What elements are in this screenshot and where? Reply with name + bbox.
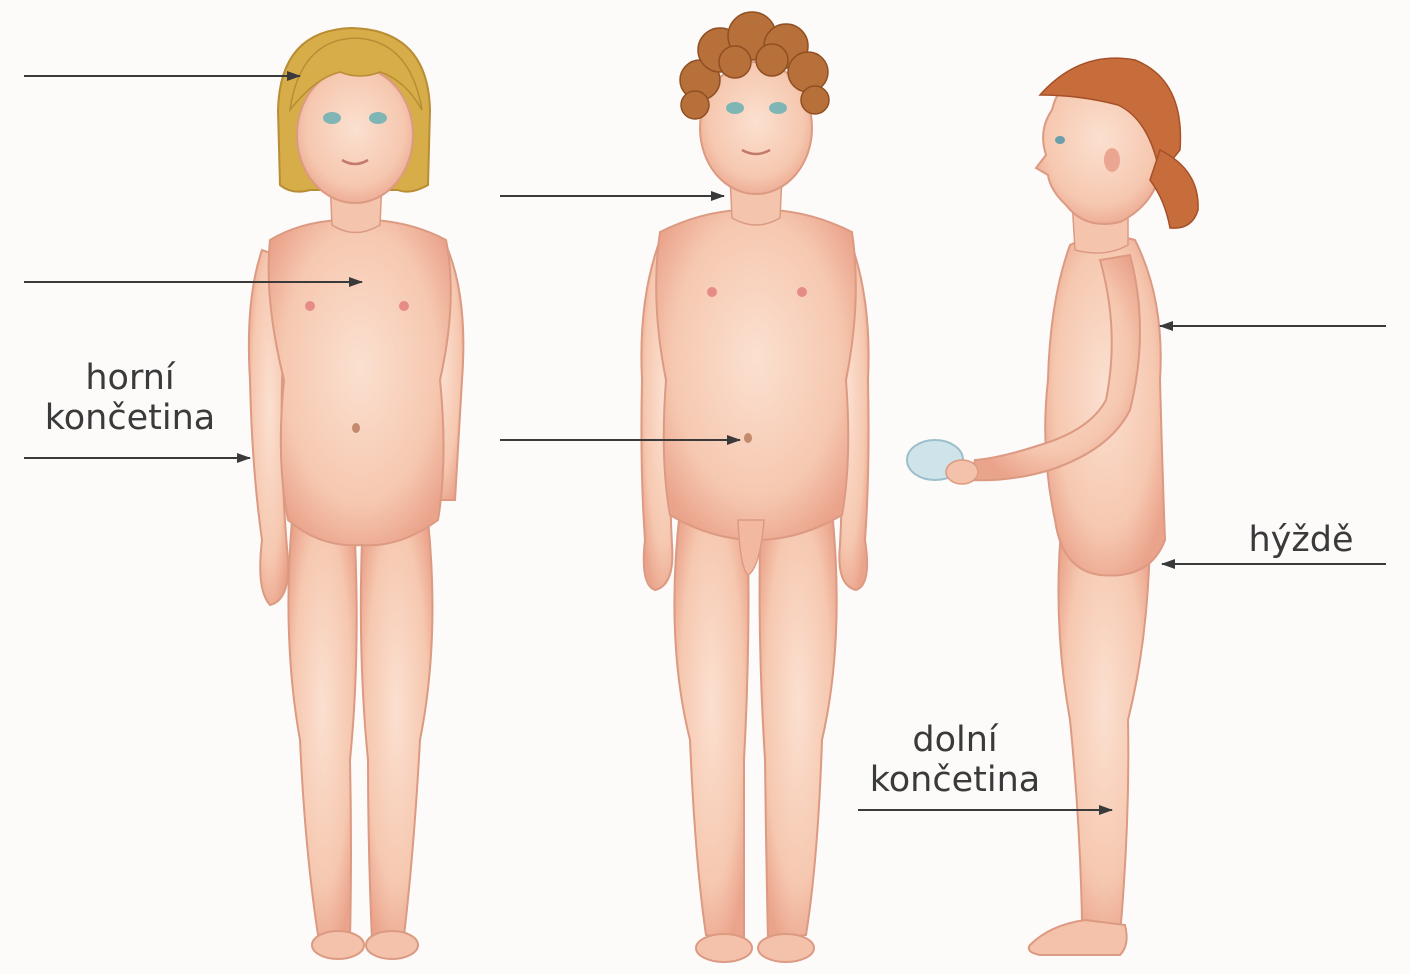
- label-buttocks-text: hýždě: [1236, 520, 1366, 560]
- girl-left-leg: [288, 520, 356, 940]
- label-upper-limb-line2: končetina: [30, 398, 230, 438]
- girl-side-figure: [907, 58, 1198, 955]
- label-buttocks: hýždě: [1236, 520, 1366, 560]
- label-lower-limb: dolní končetina: [855, 720, 1055, 800]
- label-upper-limb: horní končetina: [30, 358, 230, 438]
- girl-front-figure: [249, 28, 464, 959]
- girl-head: [297, 67, 413, 203]
- label-upper-limb-line1: horní: [30, 358, 230, 398]
- boy-right-leg: [760, 510, 837, 940]
- side-ponytail: [1150, 150, 1198, 228]
- label-lower-limb-line1: dolní: [855, 720, 1055, 760]
- side-leg: [1058, 520, 1150, 935]
- side-foot: [1029, 920, 1127, 955]
- boy-left-leg: [674, 510, 748, 940]
- boy-front-figure: [641, 12, 868, 962]
- label-lower-limb-line2: končetina: [855, 760, 1055, 800]
- girl-torso: [269, 220, 451, 545]
- boy-torso: [656, 210, 856, 540]
- girl-right-leg: [361, 520, 433, 940]
